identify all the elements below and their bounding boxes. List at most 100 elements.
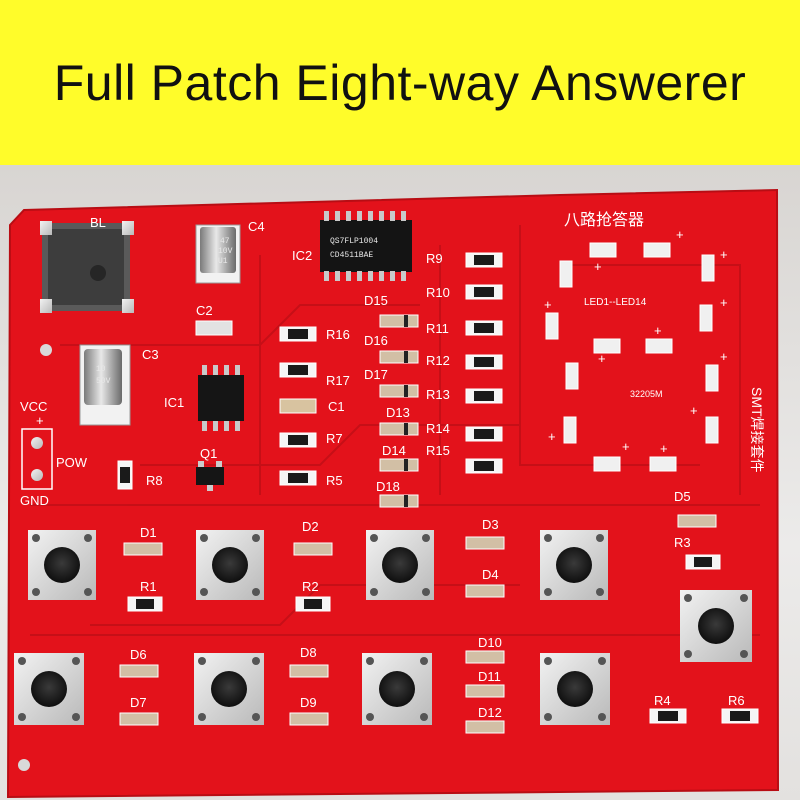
svg-text:+: +	[598, 351, 606, 366]
svg-text:+: +	[548, 429, 556, 444]
ic2-marking-1: QS7FLP1004	[330, 237, 378, 246]
pcb-board: BL 47 10V U1 C4 10 50V C3 QS7FLP1004 CD4…	[6, 188, 780, 799]
svg-text:+: +	[676, 227, 684, 242]
label-r7: R7	[326, 431, 343, 446]
label-d17: D17	[364, 367, 388, 382]
diode-d13	[379, 422, 419, 436]
label-d18: D18	[376, 479, 400, 494]
c4-marking-1: 47	[220, 237, 230, 246]
label-ic1: IC1	[164, 395, 184, 410]
answer-button-5[interactable]	[14, 653, 84, 725]
label-r14: R14	[426, 421, 450, 436]
label-c2: C2	[196, 303, 213, 318]
model-label: 32205M	[630, 389, 663, 399]
resistor-r16	[279, 326, 317, 342]
label-gnd: GND	[20, 493, 49, 508]
label-bl: BL	[90, 215, 106, 230]
label-r9: R9	[426, 251, 443, 266]
ic1-chip	[198, 365, 244, 431]
label-r3: R3	[674, 535, 691, 550]
label-r11: R11	[426, 321, 449, 336]
led-segments	[545, 242, 719, 472]
mounting-hole	[40, 344, 52, 356]
label-d14: D14	[382, 443, 406, 458]
label-r6: R6	[728, 693, 745, 708]
c4-marking-3: U1	[218, 257, 228, 266]
answer-button-4[interactable]	[540, 530, 608, 600]
label-r2: R2	[302, 579, 319, 594]
label-d8: D8	[300, 645, 317, 660]
resistor-r8	[117, 460, 133, 490]
label-r4: R4	[654, 693, 671, 708]
led-plus-marks: +++ +++ +++ +++	[544, 227, 728, 456]
diode-d14	[379, 458, 419, 472]
svg-text:+: +	[720, 247, 728, 262]
c3-marking-1: 10	[96, 365, 106, 374]
button-row-parts	[119, 514, 759, 734]
svg-text:+: +	[720, 295, 728, 310]
transistor-q1	[196, 461, 224, 491]
label-d1: D1	[140, 525, 157, 540]
svg-text:+: +	[594, 259, 602, 274]
c4-marking-2: 10V	[218, 247, 233, 256]
resistors-right	[465, 252, 503, 474]
label-d13: D13	[386, 405, 410, 420]
answer-button-2[interactable]	[196, 530, 264, 600]
board-title-cn: 八路抢答器	[564, 211, 644, 229]
label-d4: D4	[482, 567, 499, 582]
label-r10: R10	[426, 285, 450, 300]
mounting-hole	[18, 759, 30, 771]
gnd-pad[interactable]	[31, 469, 43, 481]
capacitor-c2	[195, 320, 233, 336]
label-vcc: VCC	[20, 399, 47, 414]
vcc-pad[interactable]	[31, 437, 43, 449]
label-d9: D9	[300, 695, 317, 710]
label-d10: D10	[478, 635, 502, 650]
svg-text:+: +	[622, 439, 630, 454]
answer-button-1[interactable]	[28, 530, 96, 600]
pcb-substrate	[6, 188, 780, 799]
label-ic2: IC2	[292, 248, 312, 263]
label-r1: R1	[140, 579, 157, 594]
diode-d15	[379, 314, 419, 328]
label-c3: C3	[142, 347, 159, 362]
capacitor-c4: 47 10V U1	[195, 224, 241, 284]
ic2-chip: QS7FLP1004 CD4511BAE	[320, 211, 412, 281]
label-d6: D6	[130, 647, 147, 662]
ic2-marking-2: CD4511BAE	[330, 251, 373, 260]
buzzer	[40, 221, 134, 313]
resistor-r5	[279, 470, 317, 486]
answer-button-7[interactable]	[362, 653, 432, 725]
svg-text:+: +	[720, 349, 728, 364]
c3-marking-2: 50V	[96, 377, 111, 386]
label-d2: D2	[302, 519, 319, 534]
label-r16: R16	[326, 327, 350, 342]
label-d3: D3	[482, 517, 499, 532]
label-d11: D11	[478, 669, 501, 684]
svg-text:+: +	[654, 323, 662, 338]
label-r12: R12	[426, 353, 450, 368]
capacitor-c1	[279, 398, 317, 414]
label-pow: POW	[56, 455, 88, 470]
title-banner: Full Patch Eight-way Answerer	[0, 0, 800, 165]
svg-text:+: +	[690, 403, 698, 418]
label-r5: R5	[326, 473, 343, 488]
answer-button-8[interactable]	[540, 653, 610, 725]
resistor-r17	[279, 362, 317, 378]
label-r15: R15	[426, 443, 450, 458]
led-range-label: LED1--LED14	[584, 297, 647, 308]
label-c4: C4	[248, 219, 265, 234]
diode-d16	[379, 350, 419, 364]
pcb-photo: BL 47 10V U1 C4 10 50V C3 QS7FLP1004 CD4…	[0, 165, 800, 800]
svg-text:+: +	[660, 441, 668, 456]
label-d7: D7	[130, 695, 147, 710]
answer-button-3[interactable]	[366, 530, 434, 600]
diode-d17	[379, 384, 419, 398]
label-r8: R8	[146, 473, 163, 488]
host-button[interactable]	[680, 590, 752, 662]
power-connector	[21, 428, 53, 490]
label-vcc-plus: +	[36, 413, 44, 428]
label-q1: Q1	[200, 446, 217, 461]
answer-button-6[interactable]	[194, 653, 264, 725]
label-c1: C1	[328, 399, 345, 414]
